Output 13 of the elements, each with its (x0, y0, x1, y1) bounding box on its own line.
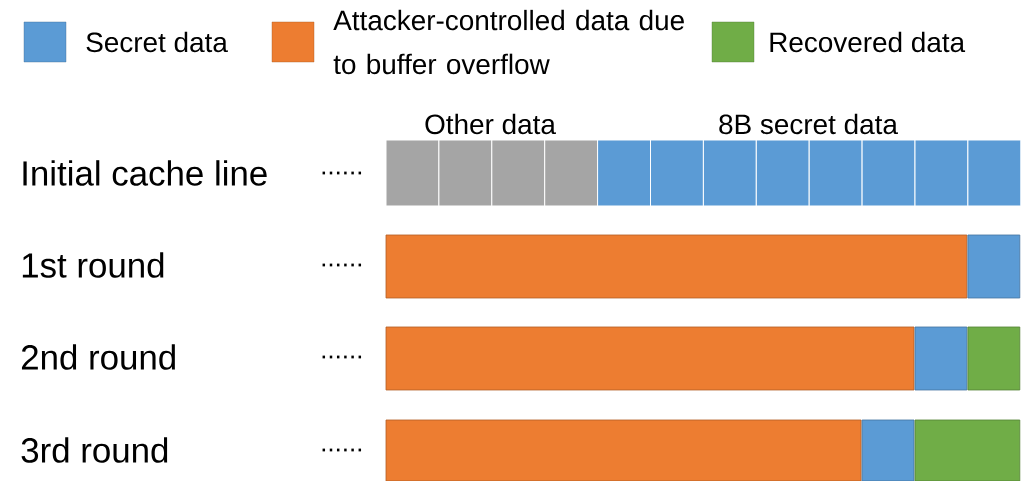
row-label: Initial cache line (23, 160, 267, 186)
legend-label: Recovered data (770, 31, 966, 53)
column-header: 8B secret data (719, 113, 898, 135)
column-header: Other data (425, 113, 556, 135)
ellipsis: ...... (322, 355, 362, 359)
ellipsis: ...... (322, 448, 362, 452)
legend-label: Attacker-controlled data due to buffer overflow (333, 9, 684, 75)
row-label: 2nd round (21, 344, 175, 370)
row-label: 1st round (22, 252, 164, 278)
ellipsis: ...... (322, 263, 362, 267)
ellipsis: ...... (322, 171, 362, 175)
row-label: 3rd round (21, 437, 168, 463)
legend-label: Secret data (86, 31, 228, 53)
